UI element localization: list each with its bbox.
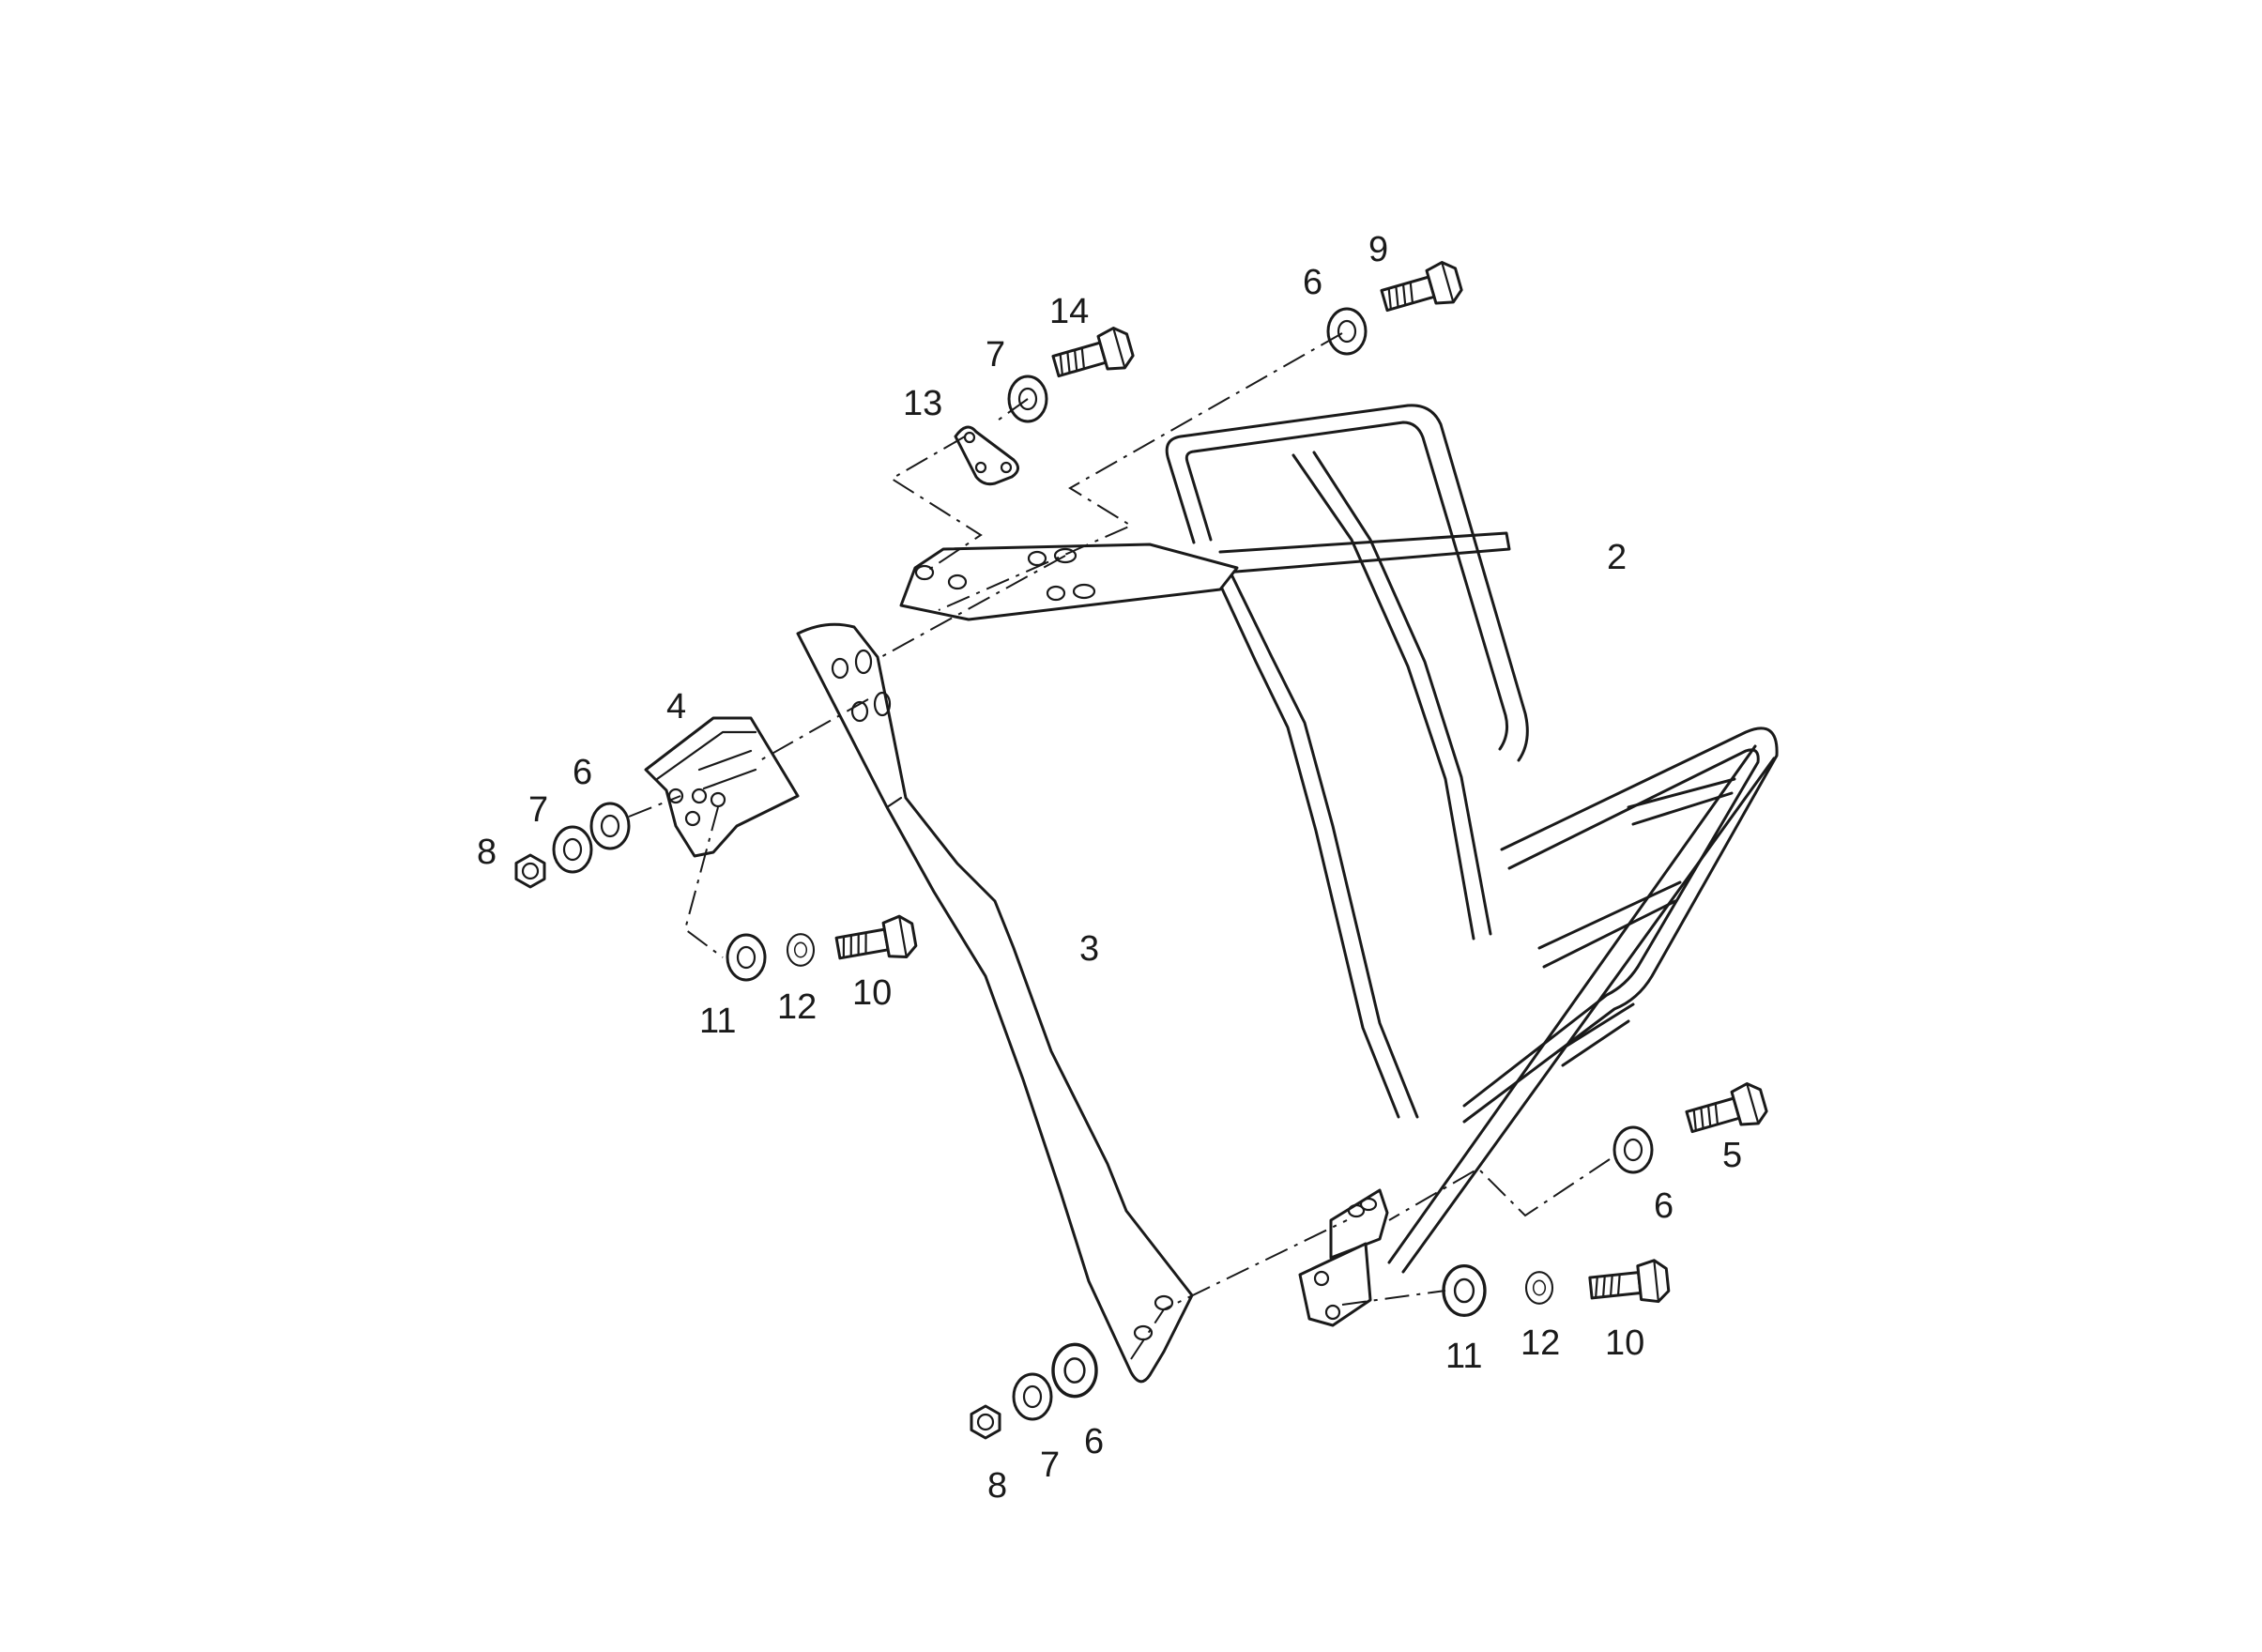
bolt-left bbox=[833, 912, 920, 971]
flat-washer-left bbox=[726, 933, 767, 982]
label-bolt-top: 14 bbox=[1049, 292, 1089, 331]
bolt-lower-right bbox=[1682, 1078, 1771, 1143]
nut-bottom bbox=[970, 1404, 1001, 1440]
label-flat-washer-right: 11 bbox=[1445, 1337, 1482, 1376]
bracket-left bbox=[644, 716, 800, 858]
lock-washer-left bbox=[786, 933, 816, 967]
lock-washer-right bbox=[1524, 1271, 1554, 1305]
bolt-top bbox=[1048, 323, 1138, 388]
label-bolt-right: 10 bbox=[1605, 1323, 1644, 1363]
label-bolt-top-right: 9 bbox=[1368, 230, 1388, 269]
label-spring-washer-bottom: 7 bbox=[1040, 1446, 1060, 1485]
part-labels: 2 3 4 5 6 9 14 7 13 6 7 8 11 12 10 8 7 6… bbox=[477, 230, 1742, 1506]
label-plate-top: 13 bbox=[903, 384, 942, 423]
label-bracket-left: 4 bbox=[666, 687, 686, 727]
label-washer-left: 6 bbox=[573, 753, 592, 792]
spring-washer-bottom bbox=[1012, 1372, 1053, 1421]
label-bolt-left: 10 bbox=[852, 973, 892, 1013]
washer-bottom bbox=[1051, 1342, 1098, 1399]
spring-washer-left bbox=[552, 825, 593, 874]
bolt-right bbox=[1587, 1258, 1672, 1310]
nut-left bbox=[514, 853, 546, 889]
label-stay-long: 3 bbox=[1079, 929, 1099, 969]
plate-top bbox=[954, 425, 1019, 486]
label-washer-top: 6 bbox=[1303, 263, 1322, 302]
label-washer-bottom: 6 bbox=[1084, 1422, 1104, 1461]
label-nut-left: 8 bbox=[477, 833, 497, 872]
label-lock-washer-left: 12 bbox=[777, 987, 817, 1027]
label-bolt-lower-right: 5 bbox=[1722, 1136, 1742, 1175]
flat-washer-right bbox=[1442, 1263, 1487, 1318]
washer-top bbox=[1326, 307, 1368, 356]
label-lock-washer-right: 12 bbox=[1521, 1323, 1560, 1363]
label-washer-right: 6 bbox=[1654, 1186, 1674, 1226]
washer-left bbox=[589, 802, 631, 850]
luggage-rack bbox=[1165, 404, 1779, 1327]
label-nut-bottom: 8 bbox=[987, 1466, 1007, 1506]
label-flat-washer-left: 11 bbox=[699, 1002, 736, 1041]
bolt-top-right bbox=[1377, 257, 1466, 322]
washer-right bbox=[1612, 1125, 1654, 1174]
assembly-lines bbox=[628, 332, 1611, 1360]
label-spring-washer-top: 7 bbox=[986, 335, 1005, 375]
label-rack: 2 bbox=[1607, 538, 1627, 577]
label-spring-washer-left: 7 bbox=[528, 790, 548, 830]
